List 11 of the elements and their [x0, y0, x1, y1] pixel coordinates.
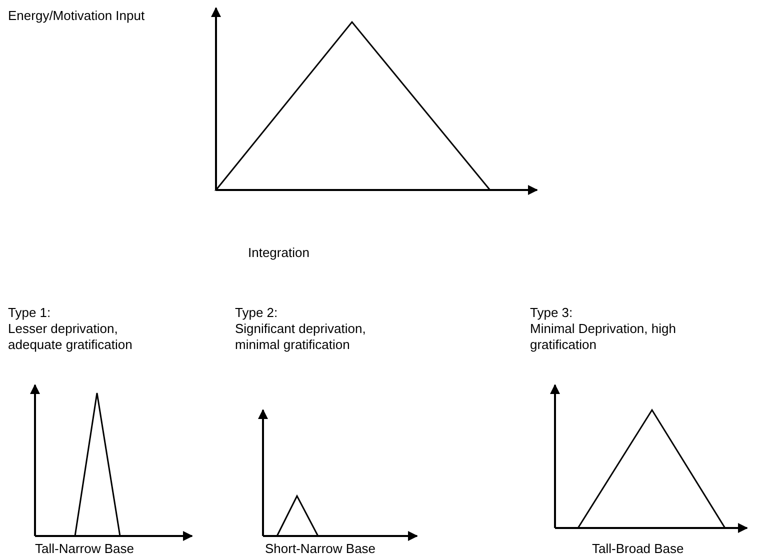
chart-caption: Short-Narrow Base — [265, 541, 377, 557]
chart-caption: Tall-Narrow Base — [35, 541, 135, 557]
chart-caption: Type 3: — [530, 305, 574, 321]
chart-caption: Minimal Deprivation, high gratification — [530, 321, 677, 353]
chart-caption: Lesser deprivation, adequate gratification — [8, 321, 134, 353]
chart-caption: Type 1: — [8, 305, 52, 321]
chart-caption: Significant deprivation, minimal gratification — [235, 321, 367, 353]
chart-caption: Tall-Broad Base — [592, 541, 685, 557]
axis-label: Integration — [248, 245, 310, 261]
chart-caption: Type 2: — [235, 305, 279, 321]
axis-label: Energy/Motivation Input — [8, 8, 146, 24]
